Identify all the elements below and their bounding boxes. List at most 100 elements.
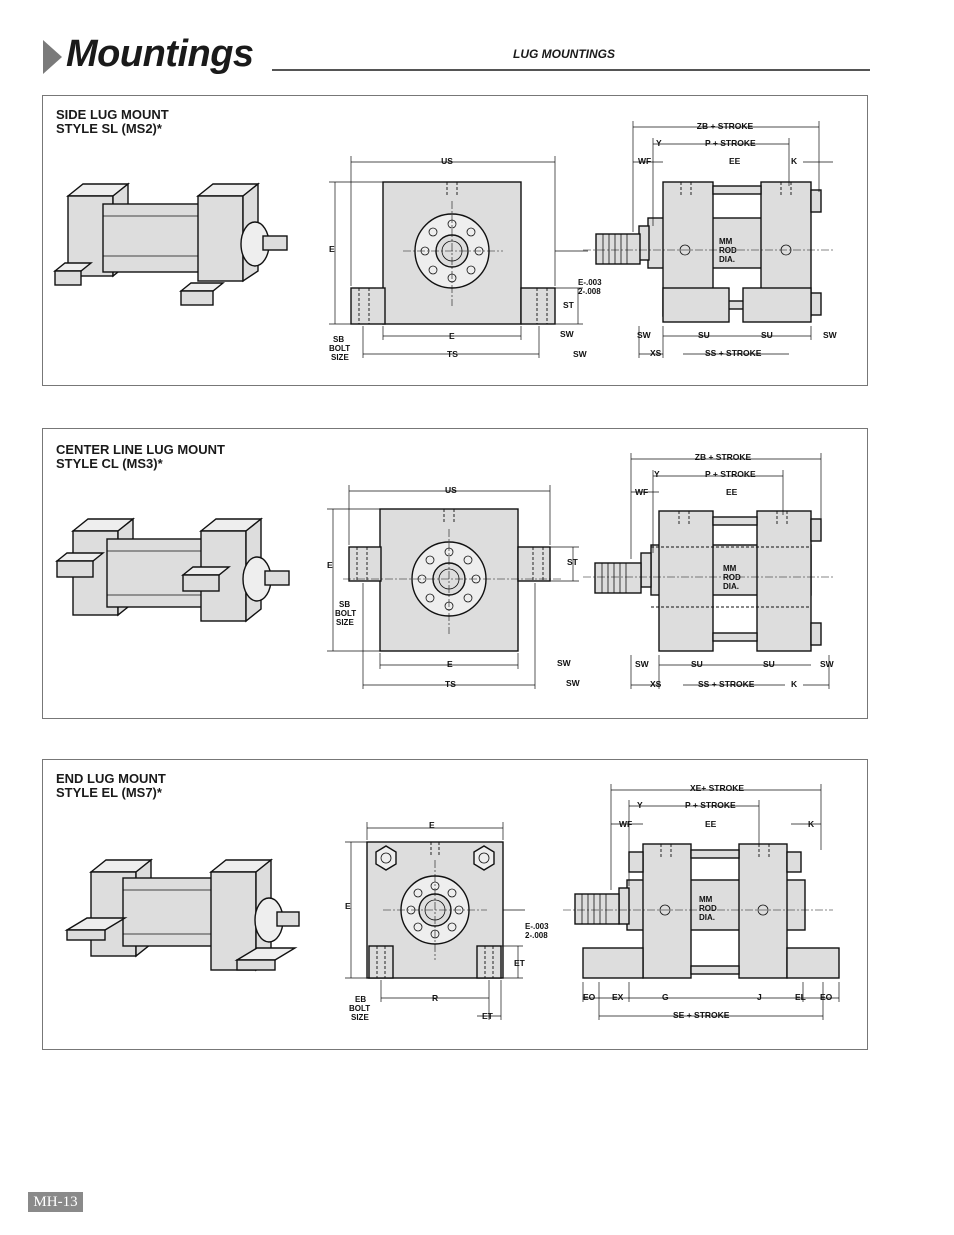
dim-r: R [432, 993, 438, 1003]
page-number: MH-13 [28, 1192, 83, 1212]
dim-sw-front-1: SW [557, 658, 572, 668]
tolerance-line2: 2-.008 [525, 931, 548, 940]
dim-p-stroke: P + STROKE [705, 138, 756, 148]
dim-ts: TS [445, 679, 456, 689]
center-line-lug-isometric-illustration [55, 517, 290, 623]
end-lug-side-view: XE+ STROKE Y P + STROKE WF EE K MM ROD D… [563, 783, 840, 1020]
dim-k: K [791, 679, 798, 689]
sb-label-line1: SB [339, 600, 350, 609]
dim-ee: EE [729, 156, 741, 166]
sb-label-line2: BOLT [329, 344, 350, 353]
side-lug-drawings: US E E TS ST SW SW E-.003 2-.008 SB BOLT… [53, 121, 838, 362]
dim-ss-stroke: SS + STROKE [705, 348, 762, 358]
mm-rod-dia-line1: MM [723, 564, 737, 573]
dim-ts: TS [447, 349, 458, 359]
dim-xs: XS [650, 679, 662, 689]
side-lug-side-view: ZB + STROKE Y P + STROKE WF EE K MM ROD … [583, 121, 838, 358]
dim-ee: EE [705, 819, 717, 829]
dim-y: Y [656, 138, 662, 148]
dim-e-vertical: E [345, 901, 351, 911]
dim-su-2: SU [761, 330, 773, 340]
dim-et-2: ET [482, 1011, 494, 1021]
dim-sw-front-1: SW [560, 329, 575, 339]
panel-end-lug: END LUG MOUNT STYLE EL (MS7)* [42, 759, 868, 1050]
eb-label-line2: BOLT [349, 1004, 370, 1013]
eb-label-line1: EB [355, 995, 366, 1004]
dim-et-1: ET [514, 958, 526, 968]
dim-us: US [441, 156, 453, 166]
sb-label-line3: SIZE [331, 353, 349, 362]
dim-e-horizontal: E [449, 331, 455, 341]
dim-j: J [757, 992, 762, 1002]
dim-wf: WF [638, 156, 651, 166]
mm-rod-dia-line1: MM [719, 237, 733, 246]
sb-label-line1: SB [333, 335, 344, 344]
header-arrow-icon [43, 40, 62, 74]
dim-ee: EE [726, 487, 738, 497]
dim-eo-2: EO [820, 992, 833, 1002]
end-lug-drawings: E E R ET ET E-.003 2-.008 EB BOLT SIZE [64, 783, 840, 1022]
dim-e-horizontal: E [447, 659, 453, 669]
dim-wf: WF [619, 819, 632, 829]
dim-el: EL [795, 992, 806, 1002]
tolerance-line1: E-.003 [578, 278, 602, 287]
panel-title-line2: STYLE CL (MS3)* [56, 456, 163, 471]
mm-rod-dia-line3: DIA. [699, 913, 715, 922]
end-lug-front-view: E E R ET ET E-.003 2-.008 EB BOLT SIZE [345, 820, 549, 1022]
dim-ex: EX [612, 992, 624, 1002]
dim-su-2: SU [763, 659, 775, 669]
center-line-lug-drawings: US E E TS ST SW SW SB BOLT SIZE [55, 452, 835, 689]
eb-label-line3: SIZE [351, 1013, 369, 1022]
mm-rod-dia-line3: DIA. [719, 255, 735, 264]
dim-y: Y [654, 469, 660, 479]
dim-ss-stroke: SS + STROKE [698, 679, 755, 689]
panel-center-line-lug: CENTER LINE LUG MOUNT STYLE CL (MS3)* [42, 428, 868, 719]
dim-xe-stroke: XE+ STROKE [690, 783, 744, 793]
panel-title-line2: STYLE EL (MS7)* [56, 785, 162, 800]
dim-sw-side-1: SW [637, 330, 652, 340]
center-line-lug-front-view: US E E TS ST SW SW SB BOLT SIZE [327, 485, 581, 689]
sb-label-line3: SIZE [336, 618, 354, 627]
tolerance-line1: E-.003 [525, 922, 549, 931]
dim-p-stroke: P + STROKE [685, 800, 736, 810]
dim-st: ST [567, 557, 579, 567]
sb-label-line2: BOLT [335, 609, 356, 618]
side-lug-isometric-illustration [53, 182, 288, 306]
dim-zb-stroke: ZB + STROKE [695, 452, 752, 462]
dim-y: Y [637, 800, 643, 810]
page-title: Mountings [66, 33, 254, 75]
panel-title-line2: STYLE SL (MS2)* [56, 121, 162, 136]
dim-eo-1: EO [583, 992, 596, 1002]
dim-xs: XS [650, 348, 662, 358]
dim-e-top: E [429, 820, 435, 830]
dim-wf: WF [635, 487, 648, 497]
side-lug-front-view: US E E TS ST SW SW E-.003 2-.008 SB BOLT… [329, 156, 602, 362]
dim-sw-front-2: SW [566, 678, 581, 688]
header-rule [272, 69, 870, 71]
mm-rod-dia-line2: ROD [719, 246, 737, 255]
dim-se-stroke: SE + STROKE [673, 1010, 730, 1020]
panel-title-line1: SIDE LUG MOUNT [56, 107, 169, 122]
panel-title-line1: END LUG MOUNT [56, 771, 166, 786]
dim-e-vertical: E [329, 244, 335, 254]
dim-st: ST [563, 300, 575, 310]
tolerance-line2: 2-.008 [578, 287, 601, 296]
end-lug-isometric-illustration [64, 858, 300, 972]
dim-e-vertical: E [327, 560, 333, 570]
dim-p-stroke: P + STROKE [705, 469, 756, 479]
dim-k: K [808, 819, 815, 829]
dim-sw-side-2: SW [823, 330, 838, 340]
mm-rod-dia-line3: DIA. [723, 582, 739, 591]
dim-su-1: SU [698, 330, 710, 340]
dim-sw-side-1: SW [635, 659, 650, 669]
dim-zb-stroke: ZB + STROKE [697, 121, 754, 131]
dim-sw-front-2: SW [573, 349, 588, 359]
dim-su-1: SU [691, 659, 703, 669]
panel-title-line1: CENTER LINE LUG MOUNT [56, 442, 225, 457]
center-line-lug-side-view: ZB + STROKE Y P + STROKE WF EE MM ROD DI… [583, 452, 835, 689]
mm-rod-dia-line2: ROD [723, 573, 741, 582]
dim-sw-side-2: SW [820, 659, 835, 669]
panel-side-lug: SIDE LUG MOUNT STYLE SL (MS2)* [42, 95, 868, 386]
page-subtitle: LUG MOUNTINGS [513, 47, 615, 61]
mm-rod-dia-line2: ROD [699, 904, 717, 913]
